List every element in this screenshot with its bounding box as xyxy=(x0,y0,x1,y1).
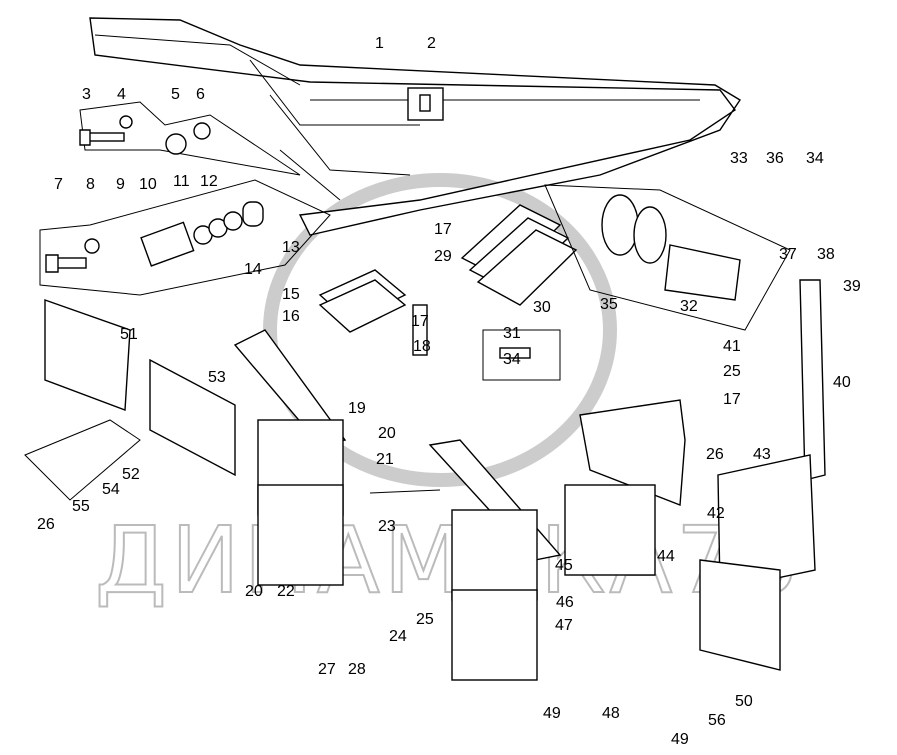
callout-label: 35 xyxy=(600,296,618,313)
callout-label: 20 xyxy=(378,425,396,442)
dump-body xyxy=(89,17,741,236)
callout-label: 38 xyxy=(817,246,835,263)
callout-label: 36 xyxy=(766,150,784,167)
callout-label: 45 xyxy=(555,557,573,574)
callout-label: 4 xyxy=(117,86,126,103)
callout-label: 19 xyxy=(348,400,366,417)
callout-label: 7 xyxy=(54,176,63,193)
callout-label: 16 xyxy=(282,308,300,325)
watermark-logo xyxy=(263,173,617,487)
callout-label: 54 xyxy=(102,481,120,498)
callout-label: 41 xyxy=(723,338,741,355)
callout-label: 44 xyxy=(657,548,675,565)
callout-label: 55 xyxy=(72,498,90,515)
callout-label: 25 xyxy=(416,611,434,628)
callout-label: 31 xyxy=(503,325,521,342)
callout-label: 42 xyxy=(707,505,725,522)
callout-label: 14 xyxy=(244,261,262,278)
callout-label: 23 xyxy=(378,518,396,535)
callout-label: 13 xyxy=(282,239,300,256)
callout-label: 46 xyxy=(556,594,574,611)
callout-label: 47 xyxy=(555,617,573,634)
callout-label: 12 xyxy=(200,173,218,190)
callout-label: 5 xyxy=(171,86,180,103)
callout-label: 10 xyxy=(139,176,157,193)
callout-label: 29 xyxy=(434,248,452,265)
callout-label: 6 xyxy=(196,86,205,103)
callout-label: 33 xyxy=(730,150,748,167)
callout-label: 53 xyxy=(208,369,226,386)
callout-label: 32 xyxy=(680,298,698,315)
callout-label: 20 xyxy=(245,583,263,600)
callout-label: 28 xyxy=(348,661,366,678)
callout-label: 21 xyxy=(376,451,394,468)
callout-label: 26 xyxy=(37,516,55,533)
callout-label: 40 xyxy=(833,374,851,391)
callout-label: 48 xyxy=(602,705,620,722)
callout-label: 3 xyxy=(82,86,91,103)
callout-label: 51 xyxy=(120,326,138,343)
callout-label: 27 xyxy=(318,661,336,678)
callout-label: 8 xyxy=(86,176,95,193)
callout-label: 25 xyxy=(723,363,741,380)
callout-label: 26 xyxy=(706,446,724,463)
callout-label: 34 xyxy=(806,150,824,167)
callout-label: 17 xyxy=(411,313,429,330)
callout-label: 17 xyxy=(723,391,741,408)
callout-label: 37 xyxy=(779,246,797,263)
callout-label: 18 xyxy=(413,338,431,355)
callout-label: 49 xyxy=(543,705,561,722)
callout-label: 52 xyxy=(122,466,140,483)
callout-label: 22 xyxy=(277,583,295,600)
callout-label: 43 xyxy=(753,446,771,463)
callout-label: 11 xyxy=(173,173,190,190)
callout-label: 17 xyxy=(434,221,452,238)
callout-label: 1 xyxy=(375,35,384,52)
callout-label: 56 xyxy=(708,712,726,729)
callout-label: 30 xyxy=(533,299,551,316)
watermark: ДИНАМИКА76 xyxy=(95,507,801,614)
callout-label: 49 xyxy=(671,731,689,748)
callout-label: 24 xyxy=(389,628,407,645)
callout-label: 39 xyxy=(843,278,861,295)
callout-label: 2 xyxy=(427,35,436,52)
callout-label: 34 xyxy=(503,351,521,368)
callout-label: 9 xyxy=(116,176,125,193)
callout-label: 15 xyxy=(282,286,300,303)
callout-label: 50 xyxy=(735,693,753,710)
